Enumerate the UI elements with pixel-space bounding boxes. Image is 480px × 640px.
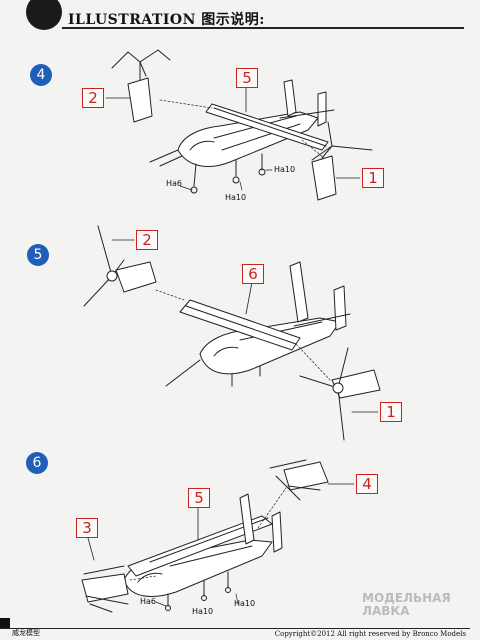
step-number-badge: 4 [30, 64, 52, 86]
watermark-line: МОДЕЛЬНАЯ [362, 591, 451, 605]
part-label: Ha10 [274, 165, 296, 174]
part-callout: 1 [362, 168, 384, 188]
part-callout: 2 [82, 88, 104, 108]
watermark-line: ЛАВКА [362, 604, 410, 618]
part-callout: 2 [136, 230, 158, 250]
part-label: Ha10 [192, 607, 214, 616]
step-number-badge: 6 [26, 452, 48, 474]
step-number-badge: 5 [27, 244, 49, 266]
part-callout: 3 [76, 518, 98, 538]
part-label: Ha6 [140, 597, 157, 606]
step5-aircraft [83, 225, 381, 441]
step4-aircraft [105, 49, 373, 201]
part-label: Ha6 [166, 179, 183, 188]
header-rule [62, 27, 464, 29]
page-number-marker [0, 618, 10, 628]
part-label: Ha10 [234, 599, 256, 608]
part-callout: 1 [380, 402, 402, 422]
page-header: ILLUSTRATION 图示说明: [0, 0, 480, 34]
part-label: Ha10 [225, 193, 247, 202]
part-callout: 5 [188, 488, 210, 508]
part-callout: 6 [242, 264, 264, 284]
footer-brand: 威龙模型 [12, 629, 40, 637]
watermark: МОДЕЛЬНАЯ ЛАВКА [362, 592, 451, 618]
part-callout: 5 [236, 68, 258, 88]
copyright-notice: Copyright©2012 All right reserved by Bro… [274, 630, 466, 638]
footer-rule [0, 628, 470, 629]
page-title: ILLUSTRATION 图示说明: [68, 12, 265, 28]
step6-aircraft [81, 459, 355, 613]
header-circle-decoration [26, 0, 62, 30]
part-callout: 4 [356, 474, 378, 494]
